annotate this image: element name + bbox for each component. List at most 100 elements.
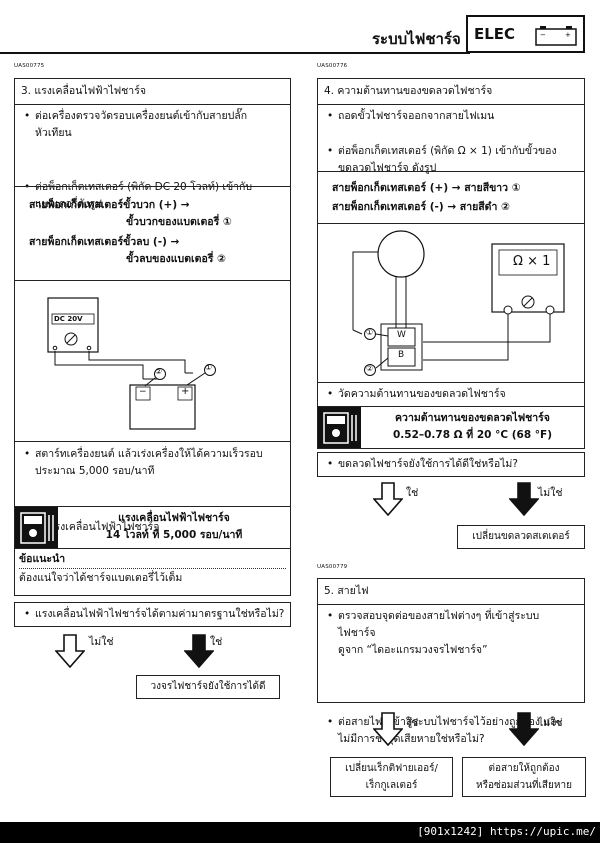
list-item: ตรวจสอบจุดต่อของสายไฟต่างๆ ที่เข้าสู่ระบ…	[324, 608, 594, 659]
step5-body: ตรวจสอบจุดต่อของสายไฟต่างๆ ที่เข้าสู่ระบ…	[317, 604, 585, 745]
answer-yes: ใช่	[406, 717, 419, 729]
note-rule	[19, 568, 286, 569]
list-text: ต่อพ็อกเก็ตเทสเตอร์ (พิกัด Ω × 1) เข้ากั…	[338, 145, 557, 157]
answer-no: ไม่ใช่	[538, 487, 563, 499]
connector-white: W	[397, 330, 406, 340]
step3-measure-box: สตาร์ทเครื่องยนต์ แล้วเร่งเครื่องให้ได้ค…	[14, 441, 291, 536]
step3-spec-box: แรงเคลื่อนไฟฟ้าไฟชาร์จ 14 โวลท์ ที่ 5,00…	[14, 506, 291, 549]
question-text: แรงเคลื่อนไฟฟ้าไฟชาร์จได้ตามค่ามาตรฐานใช…	[21, 606, 296, 623]
connection-text: ขั้วบวกของแบตเตอรี่ ①	[126, 216, 232, 228]
meter-label: Ω × 1	[513, 254, 551, 269]
battery-plus: +	[181, 386, 190, 397]
step4-title-box: 4. ความต้านทานของขดลวดไฟชาร์จ	[317, 78, 585, 105]
multimeter-icon	[15, 507, 58, 548]
spec-value: 0.52–0.78 Ω ที่ 20 °C (68 °F)	[392, 429, 553, 441]
svg-text:+: +	[565, 31, 571, 39]
list-text: ไม่มีการชำรุดเสียหายใช่หรือไม่?	[338, 733, 485, 745]
list-item: ต่อเครื่องตรวจวัดรอบเครื่องยนต์เข้ากับสา…	[21, 108, 300, 142]
list-text: ประมาณ 5,000 รอบ/นาที	[35, 465, 155, 477]
arrow-down-outline-icon	[373, 482, 403, 516]
arrow-down-solid-icon	[509, 712, 539, 746]
list-item: สตาร์ทเครื่องยนต์ แล้วเร่งเครื่องให้ได้ค…	[21, 446, 300, 480]
list-text: สตาร์ทเครื่องยนต์ แล้วเร่งเครื่องให้ได้ค…	[35, 448, 263, 460]
answer-yes: ใช่	[210, 636, 223, 648]
list-text: ถอดขั้วไฟชาร์จออกจากสายไฟเมน	[338, 110, 495, 122]
connector-black: B	[398, 350, 405, 360]
result-text: เปลี่ยนเร็กติฟายเออร์/	[345, 763, 438, 774]
page-title: ระบบไฟชาร์จ	[372, 30, 461, 48]
step4-spec-box: ความต้านทานของขดลวดไฟชาร์จ 0.52–0.78 Ω ท…	[317, 406, 585, 449]
arrow-down-solid-icon	[509, 482, 539, 516]
result-text: หรือซ่อมส่วนที่เสียหาย	[476, 780, 572, 791]
uas-code: UAS00776	[317, 63, 348, 69]
step4-body: ถอดขั้วไฟชาร์จออกจากสายไฟเมน ต่อพ็อกเก็ต…	[317, 104, 585, 174]
list-text: ต่อเครื่องตรวจวัดรอบเครื่องยนต์เข้ากับสา…	[35, 110, 248, 122]
answer-yes: ใช่	[406, 487, 419, 499]
step4-question-box: ขดลวดไฟชาร์จยังใช้การได้ดีใช่หรือไม่?	[317, 452, 585, 477]
list-item: ต่อพ็อกเก็ตเทสเตอร์ (พิกัด DC 20 โวลท์) …	[21, 179, 300, 213]
result-text: เร็กกูเลเตอร์	[365, 780, 418, 791]
arrow-down-outline-icon	[55, 634, 85, 668]
step3-body: ต่อเครื่องตรวจวัดรอบเครื่องยนต์เข้ากับสา…	[14, 104, 291, 210]
callout-1: ①	[205, 363, 213, 372]
result-box: วงจรไฟชาร์จยังใช้การได้ดี	[136, 675, 280, 699]
header-rule	[0, 52, 470, 54]
battery-voltage-diagram	[47, 297, 216, 430]
step3-title: 3. แรงเคลื่อนไฟฟ้าไฟชาร์จ	[21, 85, 146, 97]
result-box: ต่อสายให้ถูกต้อง หรือซ่อมส่วนที่เสียหาย	[462, 757, 586, 797]
callout-2: ②	[155, 367, 163, 376]
watermark: [901x1242] https://upic.me/	[0, 822, 600, 843]
coil-resistance-diagram	[352, 230, 565, 376]
step3-diagram-box: DC 20V ② ① − +	[14, 280, 291, 442]
step4-diagram-box: Ω × 1 W B ① ②	[317, 223, 585, 383]
result-box: เปลี่ยนเร็กติฟายเออร์/ เร็กกูเลเตอร์	[330, 757, 453, 797]
battery-icon: − +	[534, 23, 578, 47]
result-text: ต่อสายให้ถูกต้อง	[488, 763, 560, 774]
section-tab: ELEC − +	[466, 15, 585, 53]
list-text: วัดแรงเคลื่อนไฟฟ้าไฟชาร์จ	[35, 521, 160, 533]
step3-connection-box: สายพ็อกเก็ตเทสเตอร์ขั้วบวก (+) → ขั้วบวก…	[14, 186, 291, 281]
battery-minus: −	[139, 387, 147, 397]
spec-title: แรงเคลื่อนไฟฟ้าไฟชาร์จ	[118, 512, 230, 524]
answer-no: ไม่ใช่	[89, 636, 114, 648]
uas-code: UAS00775	[14, 63, 45, 69]
list-text: แบตเตอรี่ดังรูป	[35, 198, 102, 210]
step3-question-box: แรงเคลื่อนไฟฟ้าไฟชาร์จได้ตามค่ามาตรฐานใช…	[14, 602, 291, 627]
list-text: ตรวจสอบจุดต่อของสายไฟต่างๆ ที่เข้าสู่ระบ…	[338, 610, 540, 622]
list-text: ดูจาก “ไดอะแกรมวงจรไฟชาร์จ”	[338, 644, 488, 656]
list-text: หัวเทียน	[35, 127, 72, 139]
svg-text:−: −	[540, 31, 546, 39]
callout-2: ②	[366, 364, 374, 373]
callout-1: ①	[366, 328, 374, 337]
section-code: ELEC	[474, 25, 516, 43]
connection-text: ขั้วลบของแบตเตอรี่ ②	[126, 253, 226, 265]
note-heading: ข้อแนะนำ	[19, 553, 66, 565]
step4-connection-box: สายพ็อกเก็ตเทสเตอร์ (+) → สายสีขาว ① สาย…	[317, 171, 585, 224]
answer-no: ไม่ใช่	[538, 717, 563, 729]
list-item: ถอดขั้วไฟชาร์จออกจากสายไฟเมน	[324, 108, 594, 125]
result-box: เปลี่ยนขดลวดสเตเตอร์	[457, 525, 585, 549]
step4-measure-box: วัดความต้านทานของขดลวดไฟชาร์จ	[317, 382, 585, 407]
connection-text: สายพ็อกเก็ตเทสเตอร์ขั้วลบ (-) →	[29, 236, 180, 248]
step5-title-box: 5. สายไฟ	[317, 578, 585, 605]
list-text: ต่อพ็อกเก็ตเทสเตอร์ (พิกัด DC 20 โวลท์) …	[35, 181, 253, 193]
meter-label: DC 20V	[54, 315, 83, 323]
note-text: ต้องแน่ใจว่าได้ชาร์จแบตเตอรี่ไว้เต็ม	[19, 572, 183, 584]
uas-code: UAS00779	[317, 564, 348, 570]
list-item: วัดความต้านทานของขดลวดไฟชาร์จ	[324, 386, 590, 403]
connection-text: สายพ็อกเก็ตเทสเตอร์ขั้วบวก (+) →	[29, 199, 190, 211]
spec-title: ความต้านทานของขดลวดไฟชาร์จ	[395, 412, 550, 424]
step3-title-box: 3. แรงเคลื่อนไฟฟ้าไฟชาร์จ	[14, 78, 291, 105]
connection-text: สายพ็อกเก็ตเทสเตอร์ (+) → สายสีขาว ①	[332, 182, 521, 194]
multimeter-icon	[318, 407, 361, 448]
connection-text: สายพ็อกเก็ตเทสเตอร์ (-) → สายสีดำ ②	[332, 201, 510, 213]
list-text: ไฟชาร์จ	[338, 627, 376, 639]
arrow-down-outline-icon	[373, 712, 403, 746]
question-text: ขดลวดไฟชาร์จยังใช้การได้ดีใช่หรือไม่?	[324, 456, 590, 473]
step5-title: 5. สายไฟ	[324, 585, 369, 597]
watermark-text: [901x1242] https://upic.me/	[417, 825, 596, 838]
step4-title: 4. ความต้านทานของขดลวดไฟชาร์จ	[324, 85, 493, 97]
note-box: ข้อแนะนำ ต้องแน่ใจว่าได้ชาร์จแบตเตอรี่ไว…	[14, 548, 291, 596]
spec-value: 14 โวลท์ ที่ 5,000 รอบ/นาที	[105, 529, 243, 541]
arrow-down-solid-icon	[184, 634, 214, 668]
